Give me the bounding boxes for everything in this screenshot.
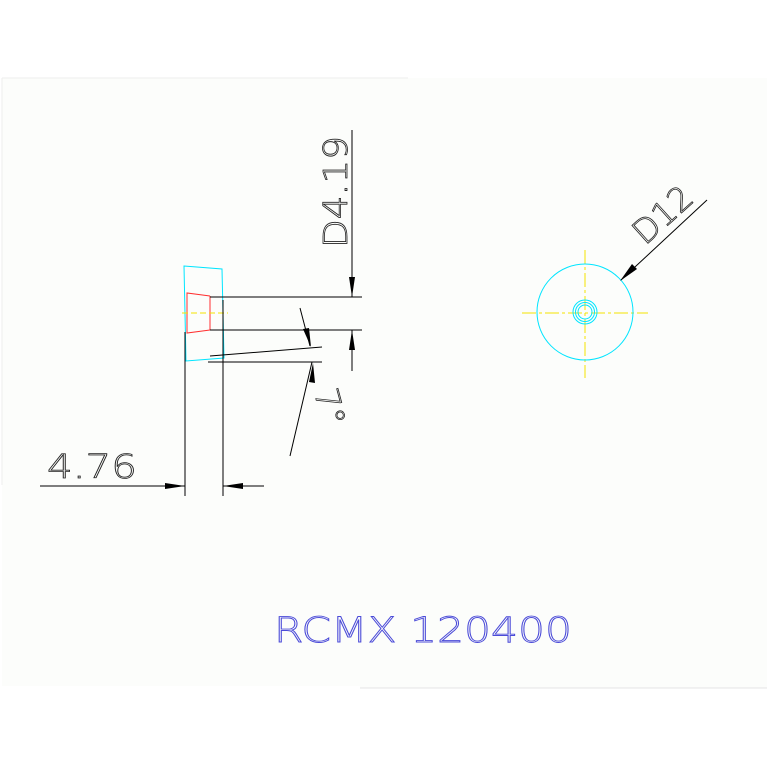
arrow-outer-diameter [620, 264, 637, 281]
insert-side-outline [183, 265, 225, 362]
arrow-hole-bottom [349, 330, 355, 350]
ext-line-angle-slope [209, 346, 323, 357]
insert-hole-circle-outer [572, 299, 598, 325]
arrow-angle-lower [309, 363, 315, 383]
arrow-angle-upper [303, 328, 311, 347]
arrow-thickness-left [165, 483, 185, 489]
sheet-panel-left [2, 78, 408, 686]
arrow-hole-top [349, 277, 355, 297]
leader-outer-diameter [620, 199, 708, 281]
angle-leader-lower [289, 361, 313, 457]
sheet-panel-right [360, 78, 767, 688]
dim-text-hole-diameter: D4.19 [316, 136, 355, 248]
dim-text-thickness: 4.76 [47, 447, 137, 486]
insert-outer-circle [536, 263, 634, 361]
part-code-title: RCMX 120400 [274, 611, 572, 651]
insert-hole-circle-mid [575, 302, 595, 322]
side-view: 4.76 D4.19 7° [40, 130, 362, 496]
arrow-thickness-right [223, 483, 243, 489]
insert-hole-circle-inner [577, 304, 593, 320]
